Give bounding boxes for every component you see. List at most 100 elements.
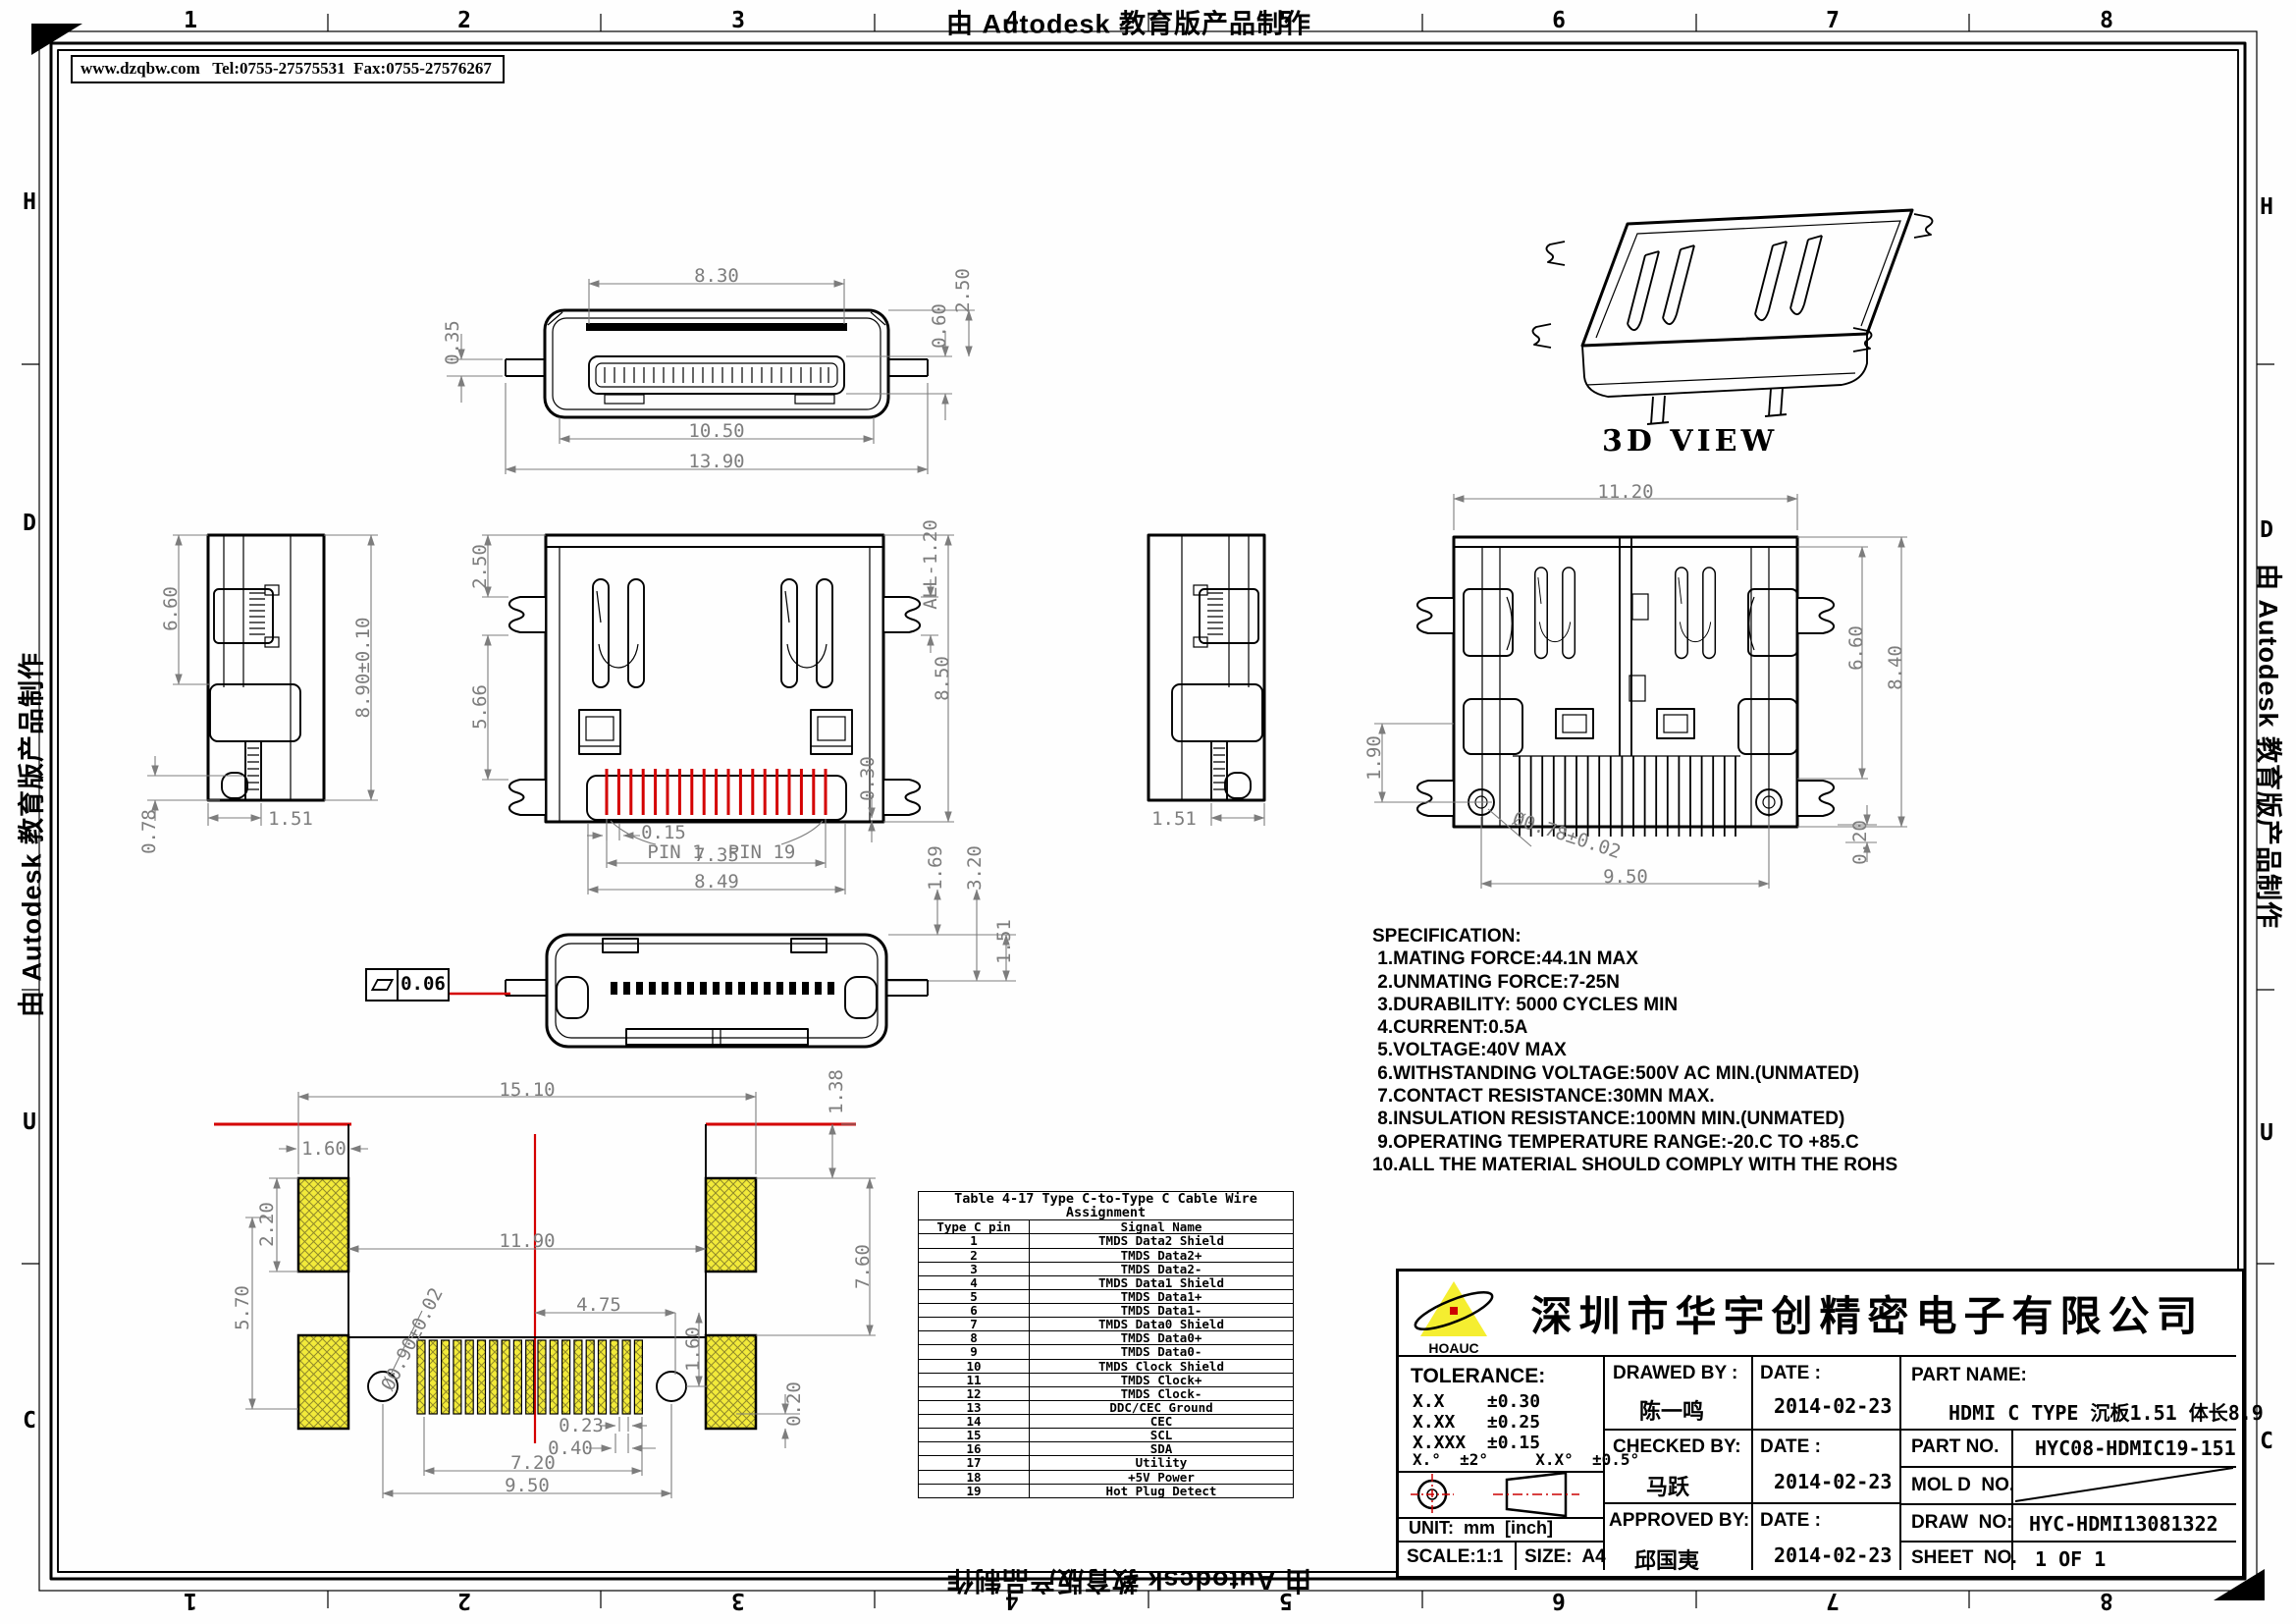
approved-by-label: APPROVED BY: xyxy=(1609,1510,1750,1531)
dim-label: 13.90 xyxy=(688,451,745,472)
grid-label: D xyxy=(2260,517,2273,543)
checked-by-value: 马跃 xyxy=(1646,1475,1690,1499)
dim-label: 1.51 xyxy=(993,919,1015,964)
grid-label: 6 xyxy=(1552,1588,1566,1613)
dim-label: 8.40 xyxy=(1885,645,1906,690)
grid-label: U xyxy=(23,1110,36,1135)
dim-label: 6.60 xyxy=(160,586,182,631)
sheet-no-value: 1 OF 1 xyxy=(2035,1547,2107,1571)
dim-label: 8.90±0.10 xyxy=(352,617,374,719)
parallelism-icon xyxy=(367,970,399,1000)
dim-label: 8.30 xyxy=(694,265,739,287)
tolerance-title: TOLERANCE: xyxy=(1411,1365,1546,1387)
spec-line: 7.CONTACT RESISTANCE:30MN MAX. xyxy=(1372,1086,1715,1108)
drawed-by-value: 陈一鸣 xyxy=(1639,1399,1705,1424)
grid-label: 1 xyxy=(184,8,197,33)
checked-by-label: CHECKED BY: xyxy=(1613,1436,1741,1457)
view-3d-label: 3D VIEW xyxy=(1602,424,1779,459)
watermark-right: 由 Autodesk 教育版产品制作 xyxy=(2253,563,2283,930)
part-name-label: PART NAME: xyxy=(1911,1365,2027,1385)
spec-line: 5.VOLTAGE:40V MAX xyxy=(1372,1040,1567,1061)
dim-label: 1.51 xyxy=(1151,808,1197,830)
date-value-3: 2014-02-23 xyxy=(1774,1543,1893,1567)
pin-table-title: Table 4-17 Type C-to-Type C Cable Wire A… xyxy=(918,1190,1294,1221)
dim-label: 11.20 xyxy=(1597,481,1654,503)
dim-label: PIN 1 xyxy=(647,841,704,863)
dim-label: 1.60 xyxy=(301,1138,347,1160)
dim-label: 5.70 xyxy=(232,1285,253,1330)
watermark-bottom: 由 Autodesk 教育版产品制作 xyxy=(945,1565,1312,1596)
grid-label: 4 xyxy=(1005,8,1019,33)
dim-label: 3.20 xyxy=(964,845,986,891)
spec-line: 10.ALL THE MATERIAL SHOULD COMPLY WITH T… xyxy=(1372,1154,1898,1175)
mold-no-label: MOL D NO. xyxy=(1911,1475,2015,1495)
dim-label: 9.50 xyxy=(505,1475,550,1496)
view-side-right xyxy=(1147,533,1266,826)
date-label-1: DATE : xyxy=(1760,1363,1821,1383)
size-label: SIZE: A4 xyxy=(1524,1546,1606,1567)
specification-block: SPECIFICATION: 1.MATING FORCE:44.1N MAX … xyxy=(1372,925,1897,1176)
flatness-callout: 0.06 xyxy=(365,968,450,1001)
draw-no-value: HYC-HDMI13081322 xyxy=(2029,1512,2218,1536)
dim-label: 1.69 xyxy=(925,845,946,891)
dim-label: 2.20 xyxy=(256,1202,278,1247)
grid-label: 3 xyxy=(731,1588,745,1613)
dim-label: 0.20 xyxy=(783,1381,805,1427)
sheet-no-label: SHEET NO. xyxy=(1911,1547,2017,1568)
table-row: 18+5V Power xyxy=(918,1469,1294,1485)
watermark-top: 由 Autodesk 教育版产品制作 xyxy=(945,9,1312,39)
spec-line: 3.DURABILITY: 5000 CYCLES MIN xyxy=(1372,994,1679,1015)
grid-label: 4 xyxy=(1005,1588,1019,1613)
dim-label: 0.60 xyxy=(929,303,950,349)
title-block: HOAUC 深圳市华宇创精密电子有限公司 TOLERANCE: X.X ±0.3… xyxy=(1396,1269,2264,1579)
grid-label: 5 xyxy=(1279,8,1293,33)
grid-label: 7 xyxy=(1826,8,1840,33)
unit-label: UNIT: mm [inch] xyxy=(1409,1518,1553,1538)
mold-no-slash xyxy=(2014,1467,2234,1502)
dim-label: 11.90 xyxy=(499,1230,556,1252)
dim-label: 2.50 xyxy=(469,544,491,589)
view-top-center xyxy=(482,533,1016,982)
view-3d xyxy=(1531,208,1934,425)
spec-line: SPECIFICATION: xyxy=(1372,926,1522,947)
dim-label: 5.66 xyxy=(469,684,491,730)
flatness-value: 0.06 xyxy=(400,973,446,995)
grid-label: 8 xyxy=(2100,1588,2113,1613)
dim-label: 8.49 xyxy=(694,871,739,893)
dim-label: 9.50 xyxy=(1603,866,1648,888)
grid-label: U xyxy=(2260,1120,2273,1146)
grid-label: H xyxy=(2260,194,2273,220)
dim-label: 0.78 xyxy=(138,809,160,854)
dim-label: 4.75 xyxy=(576,1294,621,1316)
dim-label: 0.30 xyxy=(857,756,879,801)
dim-label: 7.20 xyxy=(510,1452,556,1474)
spec-line: 1.MATING FORCE:44.1N MAX xyxy=(1372,948,1638,970)
angle-tolerance: X.° ±2° X.X° ±0.5° xyxy=(1413,1450,1640,1469)
dim-label: ALL-1.20 xyxy=(920,519,941,610)
view-bottom-profile xyxy=(446,933,929,1049)
dim-label: 7.60 xyxy=(852,1244,874,1289)
spec-line: 9.OPERATING TEMPERATURE RANGE:-20.C TO +… xyxy=(1372,1131,1859,1153)
dim-label: PIN 19 xyxy=(727,841,796,863)
dim-label: 6.60 xyxy=(1845,625,1867,671)
dim-label: 1.90 xyxy=(1363,735,1385,781)
dim-label: 7.35 xyxy=(694,844,739,866)
projection-symbols-icon xyxy=(1411,1472,1579,1517)
pin-table-header-signal: Signal Name xyxy=(1029,1219,1294,1235)
grid-label: D xyxy=(23,511,36,536)
date-label-3: DATE : xyxy=(1760,1510,1821,1531)
